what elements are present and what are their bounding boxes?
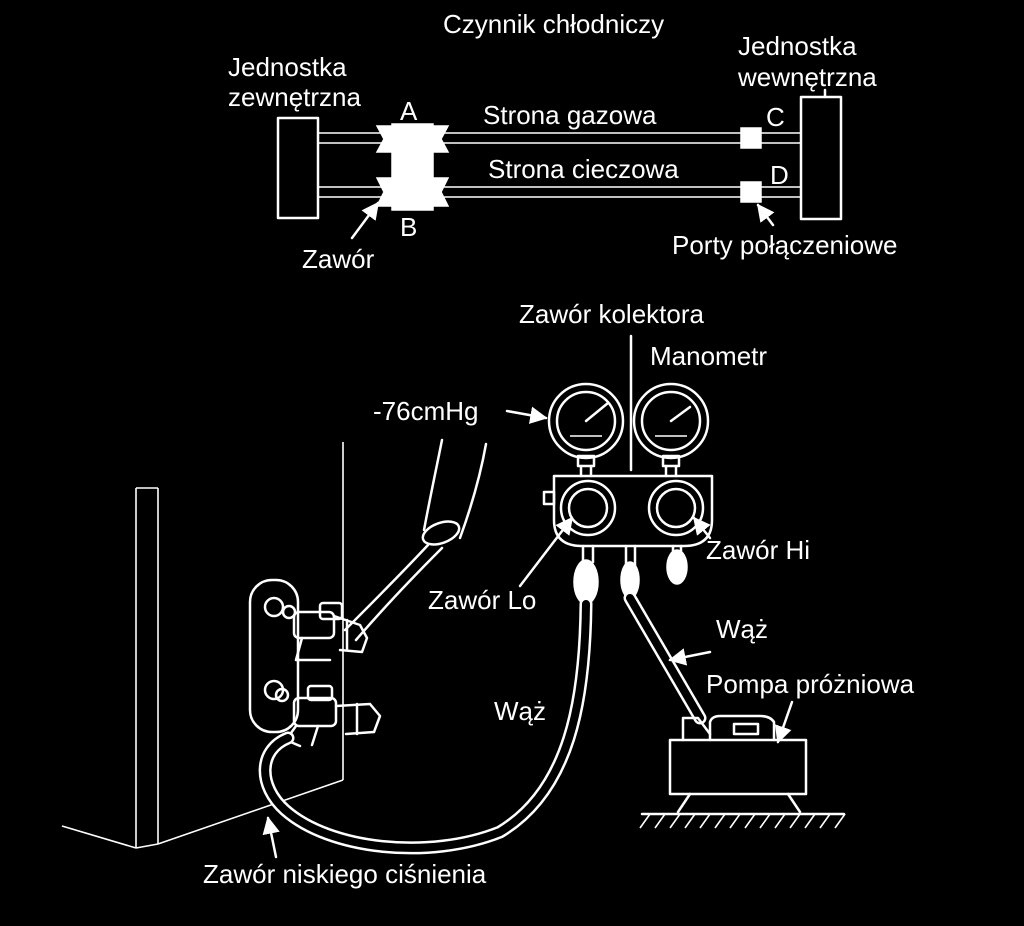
high-pressure-gauge <box>632 382 710 478</box>
hose-right-label: Wąż <box>716 614 768 644</box>
pump-arrow <box>774 700 794 744</box>
valve-arrow <box>350 201 380 240</box>
service-valve-mount <box>248 578 300 734</box>
refrigerant-label: Czynnik chłodniczy <box>443 9 664 39</box>
indoor-unit-box <box>799 95 843 221</box>
piping-schematic: Czynnik chłodniczy Jednostka zewnętrzna … <box>228 9 897 274</box>
lo-valve-label: Zawór Lo <box>428 585 536 615</box>
upper-service-valve <box>292 601 369 662</box>
ground-hatching <box>639 813 846 829</box>
valve-b-left-wedge <box>375 177 393 207</box>
outdoor-unit-label-1: Jednostka <box>228 52 347 82</box>
connection-ports-label: Porty połączeniowe <box>672 230 897 260</box>
indoor-unit-label-2: wewnętrzna <box>737 62 877 92</box>
right-hose-fitting <box>666 549 688 585</box>
liquid-side-label: Strona cieczowa <box>488 154 679 184</box>
indoor-unit-label-1: Jednostka <box>738 31 857 61</box>
vacuum-pump <box>639 714 846 829</box>
hose-left-label: Wąż <box>494 696 546 726</box>
valve-b-right-wedge <box>432 177 450 207</box>
letter-b: B <box>400 212 417 242</box>
outdoor-unit-box <box>276 116 320 220</box>
low-pressure-valve-label: Zawór niskiego ciśnienia <box>203 859 487 889</box>
manifold-gauge-set <box>542 334 714 605</box>
vacuum-pump-label: Pompa próżniowa <box>706 669 915 699</box>
port-c <box>740 127 762 149</box>
valve-a-left-wedge <box>375 125 393 153</box>
valve-label: Zawór <box>302 244 375 274</box>
hi-valve-arrow <box>692 516 712 540</box>
hose-right-arrow <box>668 648 712 666</box>
lo-valve-knob <box>559 479 617 537</box>
lo-valve-arrow <box>518 516 574 588</box>
valve-block <box>391 123 434 211</box>
outdoor-unit-label-2: zewnętrzna <box>228 82 361 112</box>
pressure-gauge-label: Manometr <box>650 341 767 371</box>
pipe-insulation <box>343 438 488 642</box>
hi-valve-knob <box>647 479 705 537</box>
letter-d: D <box>770 160 789 190</box>
port-d <box>740 181 762 203</box>
manifold-valve-label: Zawór kolektora <box>519 299 704 329</box>
vacuum-reading-label: -76cmHg <box>373 396 478 426</box>
letter-c: C <box>766 102 785 132</box>
valve-a-right-wedge <box>432 125 450 153</box>
hi-valve-label: Zawór Hi <box>706 535 810 565</box>
gas-side-label: Strona gazowa <box>483 100 657 130</box>
letter-a: A <box>400 96 418 126</box>
lower-service-valve <box>284 684 382 748</box>
left-hose-fitting <box>573 559 599 605</box>
low-pressure-valve-arrow <box>262 816 280 859</box>
low-pressure-gauge <box>547 382 625 478</box>
vacuum-reading-arrow <box>505 406 548 424</box>
vacuum-setup-illustration: Zawór kolektora Manometr -76cmHg Zawór H… <box>61 299 915 889</box>
ports-arrow <box>756 203 775 227</box>
manifold-body <box>552 474 714 548</box>
